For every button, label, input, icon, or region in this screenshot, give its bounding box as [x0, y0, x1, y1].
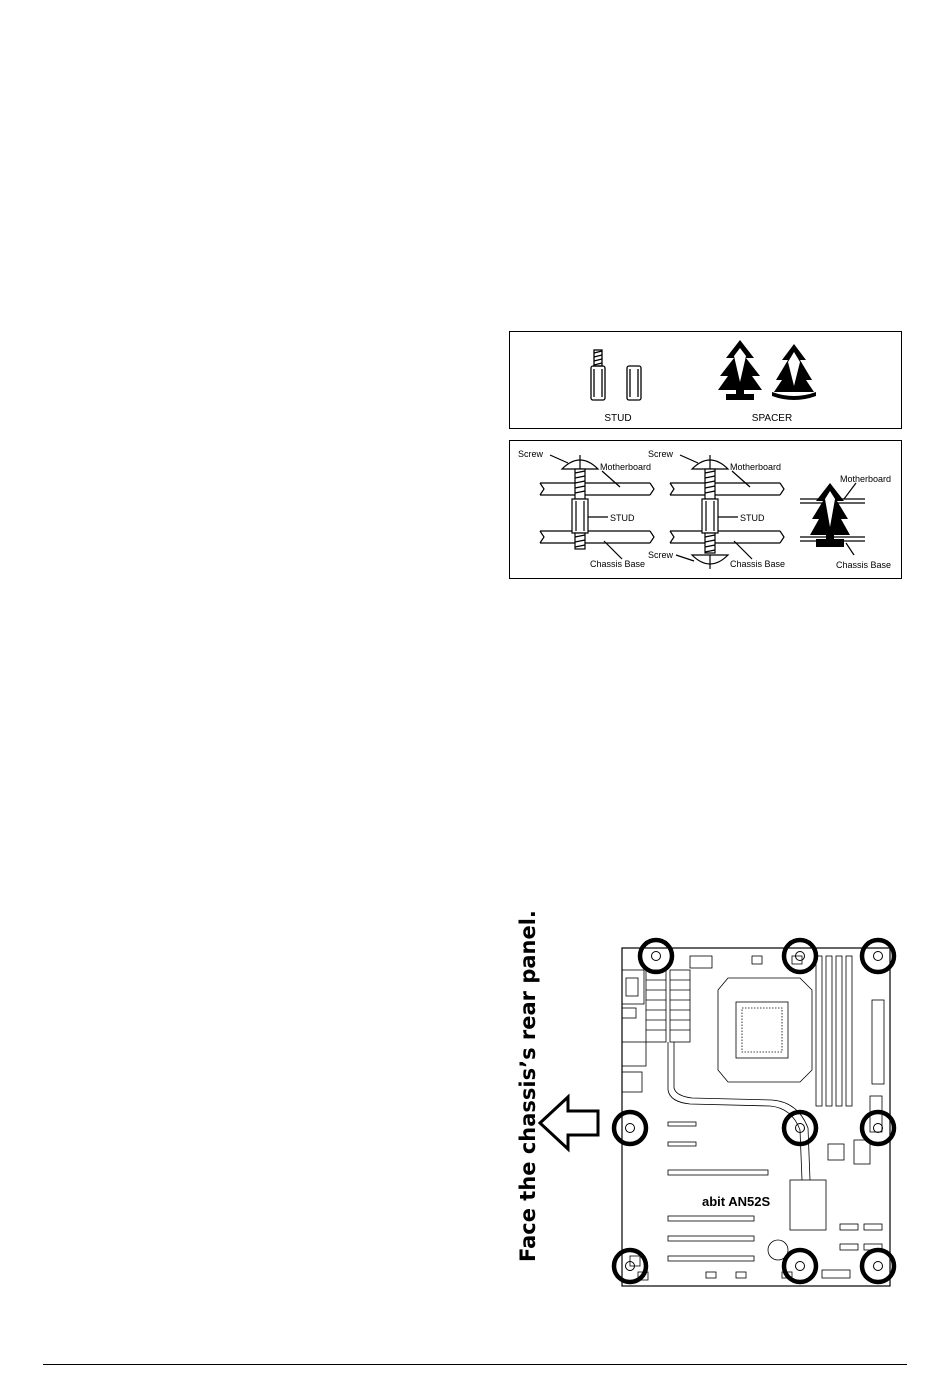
- stud-label-middle: STUD: [740, 513, 765, 523]
- board-model-name: abit AN52S: [702, 1194, 770, 1209]
- spacer-label: SPACER: [752, 413, 792, 424]
- stud-threaded-icon: [591, 350, 605, 400]
- chassis-base-label-left: Chassis Base: [590, 559, 645, 569]
- stud-label: STUD: [604, 413, 631, 424]
- motherboard-label-right: Motherboard: [840, 474, 891, 484]
- spacer-alt-icon: [772, 344, 816, 400]
- motherboard-label-left: Motherboard: [600, 462, 651, 472]
- motherboard-label-middle: Motherboard: [730, 462, 781, 472]
- mount-assembly-middle: [670, 455, 784, 569]
- mounting-drawing: Screw Motherboard STUD Chassis Base: [510, 441, 900, 577]
- board-outline: [622, 948, 890, 1286]
- footer-divider: [43, 1364, 907, 1365]
- screw-label-middle-bottom: Screw: [648, 550, 674, 560]
- stud-label-left: STUD: [610, 513, 635, 523]
- screw-label-middle-top: Screw: [648, 449, 674, 459]
- mount-assembly-right: [800, 483, 865, 555]
- rear-arrow-icon: [540, 1097, 598, 1149]
- motherboard-layout: abit AN52S: [530, 930, 910, 1290]
- screw-label-left: Screw: [518, 449, 544, 459]
- spacer-icon: [718, 340, 762, 400]
- stud-spacer-figure: STUD SPACER: [509, 331, 902, 429]
- stud-spacer-drawing: STUD SPACER: [510, 332, 900, 427]
- chassis-base-label-middle: Chassis Base: [730, 559, 785, 569]
- stud-plain-icon: [627, 366, 641, 400]
- mounting-figure: Screw Motherboard STUD Chassis Base: [509, 440, 902, 579]
- chassis-base-label-right: Chassis Base: [836, 560, 891, 570]
